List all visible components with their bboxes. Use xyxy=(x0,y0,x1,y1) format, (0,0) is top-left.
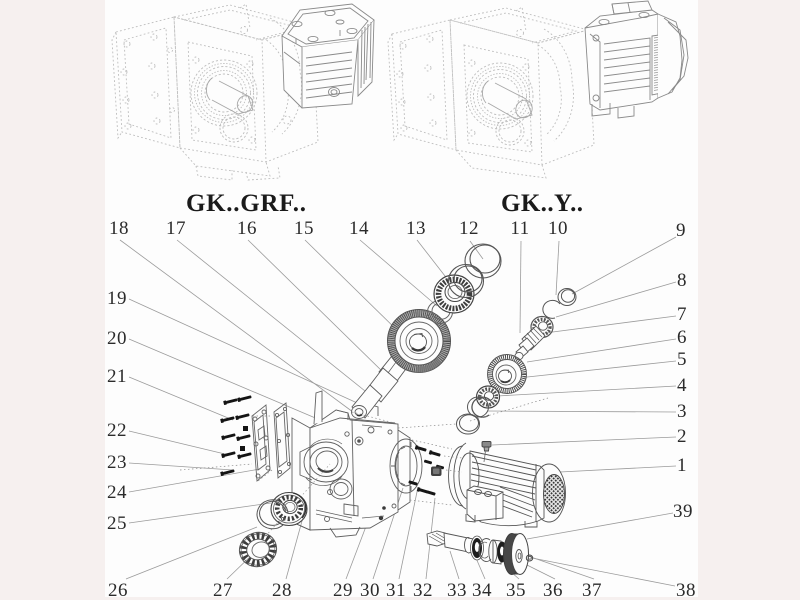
svg-text:2: 2 xyxy=(677,426,687,447)
svg-text:23: 23 xyxy=(107,452,127,473)
svg-text:20: 20 xyxy=(107,328,127,349)
svg-text:6: 6 xyxy=(677,327,687,348)
svg-text:34: 34 xyxy=(472,580,492,600)
svg-text:11: 11 xyxy=(510,218,529,239)
svg-text:36: 36 xyxy=(543,580,563,600)
svg-text:39: 39 xyxy=(673,501,693,522)
svg-text:8: 8 xyxy=(677,270,687,291)
svg-text:29: 29 xyxy=(333,580,353,600)
svg-text:GK..GRF..: GK..GRF.. xyxy=(186,190,306,217)
svg-text:24: 24 xyxy=(107,482,127,503)
svg-text:28: 28 xyxy=(272,580,292,600)
svg-text:27: 27 xyxy=(213,580,233,600)
svg-text:26: 26 xyxy=(108,580,128,600)
svg-text:3: 3 xyxy=(677,401,687,422)
svg-text:7: 7 xyxy=(677,304,687,325)
svg-text:32: 32 xyxy=(413,580,433,600)
svg-text:22: 22 xyxy=(107,420,127,441)
svg-text:15: 15 xyxy=(294,218,314,239)
svg-text:10: 10 xyxy=(548,218,568,239)
svg-text:GK..Y..: GK..Y.. xyxy=(501,190,583,217)
svg-text:1: 1 xyxy=(677,455,687,476)
svg-text:37: 37 xyxy=(582,580,602,600)
svg-text:9: 9 xyxy=(676,220,686,241)
svg-text:16: 16 xyxy=(237,218,257,239)
svg-text:38: 38 xyxy=(676,580,696,600)
svg-text:35: 35 xyxy=(506,580,526,600)
svg-text:31: 31 xyxy=(386,580,406,600)
svg-text:33: 33 xyxy=(447,580,467,600)
svg-text:19: 19 xyxy=(107,288,127,309)
svg-text:13: 13 xyxy=(406,218,426,239)
svg-text:4: 4 xyxy=(677,375,687,396)
svg-text:14: 14 xyxy=(349,218,369,239)
svg-text:17: 17 xyxy=(166,218,186,239)
svg-text:5: 5 xyxy=(677,349,687,370)
svg-text:25: 25 xyxy=(107,513,127,534)
svg-text:21: 21 xyxy=(107,366,127,387)
svg-text:18: 18 xyxy=(109,218,129,239)
svg-text:12: 12 xyxy=(459,218,479,239)
svg-text:30: 30 xyxy=(360,580,380,600)
